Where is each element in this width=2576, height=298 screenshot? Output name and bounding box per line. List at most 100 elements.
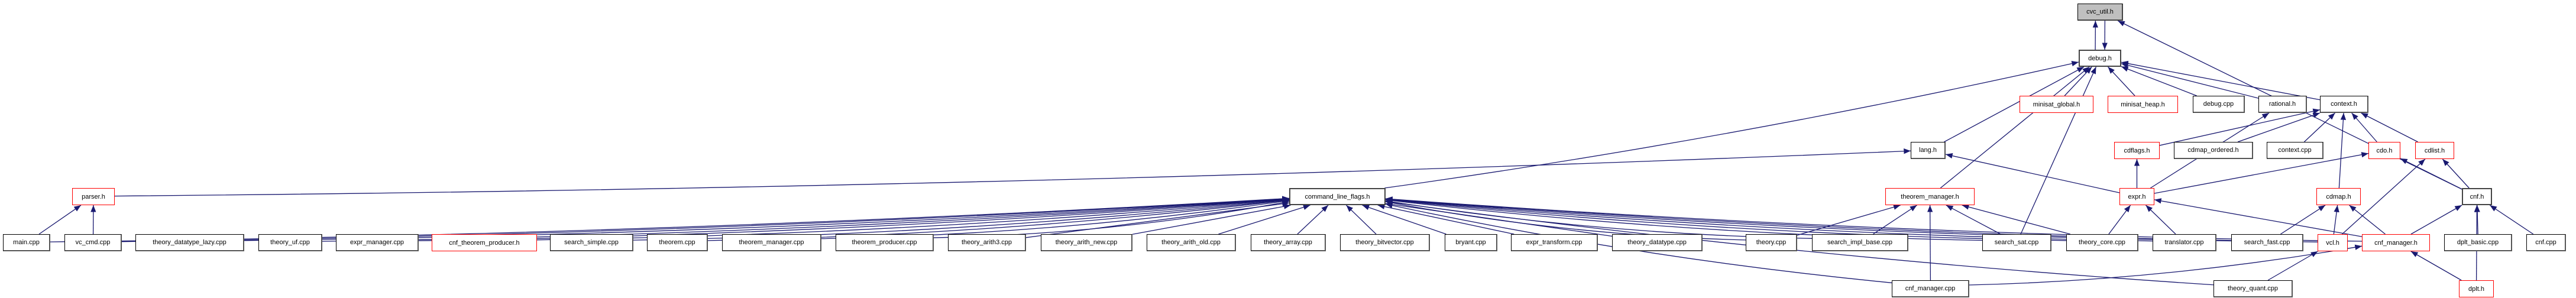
edge-expr_manager_cpp-to-command_line_flags_h	[418, 196, 1290, 241]
node-cdflags-h[interactable]: cdflags.h	[2114, 142, 2160, 159]
edge-search_sat_cpp-to-debug_h	[2020, 66, 2097, 235]
node-context-h[interactable]: context.h	[2320, 96, 2368, 113]
edge-search_fast_cpp-to-cdmap_h	[2280, 205, 2326, 235]
node-debug-cpp[interactable]: debug.cpp	[2193, 96, 2245, 113]
edge-minisat_heap_h-to-debug_h	[2108, 66, 2135, 96]
edge-theory_core_cpp-to-command_line_flags_h	[1385, 197, 2067, 241]
node-label: expr_manager.cpp	[349, 239, 404, 246]
node-command-line-flags-h[interactable]: command_line_flags.h	[1289, 188, 1386, 205]
node-expr-manager-cpp[interactable]: expr_manager.cpp	[336, 234, 419, 251]
node-theorem-manager-cpp[interactable]: theorem_manager.cpp	[722, 234, 821, 251]
edge-vcl_h-to-cdlist_h	[2342, 158, 2426, 235]
node-label: cnf.h	[2470, 193, 2484, 200]
node-theory-uf-cpp[interactable]: theory_uf.cpp	[258, 234, 322, 251]
edge-theory_core_cpp-to-expr_h	[2108, 205, 2131, 235]
node-theory-cpp[interactable]: theory.cpp	[1746, 234, 1797, 251]
edge-search_sat_cpp-to-theorem_manager_h	[1946, 205, 2001, 235]
node-cnf-theorem-producer-h[interactable]: cnf_theorem_producer.h	[432, 234, 537, 251]
node-label: cdmap.h	[2326, 193, 2351, 200]
node-label: theory_arith_new.cpp	[1055, 239, 1118, 246]
node-theorem-manager-h[interactable]: theorem_manager.h	[1885, 188, 1975, 205]
node-cdmap-h[interactable]: cdmap.h	[2316, 188, 2361, 205]
node-theory-quant-cpp[interactable]: theory_quant.cpp	[2213, 280, 2293, 297]
node-translator-cpp[interactable]: translator.cpp	[2153, 234, 2216, 251]
node-theorem-cpp[interactable]: theorem.cpp	[647, 234, 708, 251]
node-expr-h[interactable]: expr.h	[2119, 188, 2154, 205]
node-label: theory_uf.cpp	[270, 239, 310, 246]
node-label: dplt.h	[2468, 285, 2484, 293]
edge-theory_core_cpp-to-theorem_manager_h	[1962, 204, 2070, 235]
node-theory-arith-new-cpp[interactable]: theory_arith_new.cpp	[1041, 234, 1132, 251]
node-main-cpp[interactable]: main.cpp	[3, 234, 50, 251]
node-theory-datatype-cpp[interactable]: theory_datatype.cpp	[1612, 234, 1703, 251]
node-label: lang.h	[1919, 147, 1937, 154]
node-search-simple-cpp[interactable]: search_simple.cpp	[550, 234, 633, 251]
node-label: theorem_producer.cpp	[852, 239, 917, 246]
node-parser-h[interactable]: parser.h	[72, 188, 115, 205]
node-label: dplt_basic.cpp	[2457, 239, 2499, 246]
node-theory-arith3-cpp[interactable]: theory_arith3.cpp	[948, 234, 1026, 251]
node-vcl-h[interactable]: vcl.h	[2318, 234, 2348, 251]
node-cnf-cpp[interactable]: cnf.cpp	[2526, 234, 2566, 251]
node-label: bryant.cpp	[1455, 239, 1486, 246]
node-label: minisat_global.h	[2033, 101, 2080, 108]
node-label: command_line_flags.h	[1305, 193, 1370, 200]
node-theory-core-cpp[interactable]: theory_core.cpp	[2066, 234, 2138, 251]
edge-expr_transform_cpp-to-command_line_flags_h	[1377, 203, 1514, 235]
node-cdmap-ordered-h[interactable]: cdmap_ordered.h	[2174, 142, 2253, 159]
node-theory-arith-old-cpp[interactable]: theory_arith_old.cpp	[1147, 234, 1236, 251]
node-label: expr_transform.cpp	[1526, 239, 1583, 246]
node-theory-bitvector-cpp[interactable]: theory_bitvector.cpp	[1340, 234, 1430, 251]
node-label: translator.cpp	[2164, 239, 2204, 246]
edge-theorem_manager_h-to-debug_h	[1940, 66, 2090, 189]
edge-search_impl_base_cpp-to-command_line_flags_h	[1385, 199, 1813, 239]
node-label: cdmap_ordered.h	[2187, 147, 2239, 154]
node-dplt-basic-cpp[interactable]: dplt_basic.cpp	[2444, 234, 2512, 251]
node-label: cdflags.h	[2124, 147, 2150, 154]
edge-rational_h-to-debug_h	[2121, 62, 2259, 99]
node-label: rational.h	[2268, 101, 2296, 108]
node-label: debug.cpp	[2203, 101, 2234, 108]
edge-expr_h-to-cdo_h	[2154, 152, 2369, 194]
node-minisat-heap-h[interactable]: minisat_heap.h	[2108, 96, 2178, 113]
edge-cnf_manager_cpp-to-cnf_manager_h	[1969, 244, 2363, 286]
node-cnf-manager-h[interactable]: cnf_manager.h	[2362, 234, 2430, 251]
edge-cnf_manager_h-to-cdmap_h	[2349, 205, 2386, 235]
node-theorem-producer-cpp[interactable]: theorem_producer.cpp	[836, 234, 934, 251]
node-cdo-h[interactable]: cdo.h	[2368, 142, 2400, 159]
node-minisat-global-h[interactable]: minisat_global.h	[2020, 96, 2093, 113]
node-lang-h[interactable]: lang.h	[1911, 142, 1946, 159]
node-context-cpp[interactable]: context.cpp	[2267, 142, 2323, 159]
node-cnf-h[interactable]: cnf.h	[2462, 188, 2492, 205]
edge-expr_h-to-lang_h	[1945, 153, 2120, 193]
node-dplt-h[interactable]: dplt.h	[2459, 280, 2494, 297]
node-search-sat-cpp[interactable]: search_sat.cpp	[1982, 234, 2051, 251]
node-expr-transform-cpp[interactable]: expr_transform.cpp	[1511, 234, 1598, 251]
node-label: theory_datatype.cpp	[1627, 239, 1687, 246]
edge-search_impl_base_cpp-to-theorem_manager_h	[1873, 205, 1917, 235]
node-label: cnf_manager.cpp	[1905, 285, 1956, 292]
edge-cnf_manager_h-to-expr_h	[2154, 198, 2363, 237]
node-debug-h[interactable]: debug.h	[2079, 50, 2121, 67]
node-bryant-cpp[interactable]: bryant.cpp	[1445, 234, 1497, 251]
node-cdlist-h[interactable]: cdlist.h	[2415, 142, 2454, 159]
node-search-impl-base-cpp[interactable]: search_impl_base.cpp	[1812, 234, 1908, 251]
node-search-fast-cpp[interactable]: search_fast.cpp	[2231, 234, 2303, 251]
edge-theory_arith_old_cpp-to-command_line_flags_h	[1218, 205, 1310, 235]
node-label: vc_cmd.cpp	[75, 239, 111, 246]
edge-cdlist_h-to-context_h	[2361, 112, 2418, 142]
node-label: search_sat.cpp	[1994, 239, 2039, 246]
node-vc-cmd-cpp[interactable]: vc_cmd.cpp	[64, 234, 122, 251]
edge-bryant_cpp-to-command_line_flags_h	[1362, 205, 1446, 235]
edge-dplt_basic_cpp-to-cnf_h	[2474, 205, 2480, 235]
node-theory-array-cpp[interactable]: theory_array.cpp	[1251, 234, 1326, 251]
node-rational-h[interactable]: rational.h	[2258, 96, 2307, 113]
edge-debug_cpp-to-debug_h	[2121, 66, 2197, 96]
node-cnf-manager-cpp[interactable]: cnf_manager.cpp	[1892, 280, 1969, 297]
node-label: theory_core.cpp	[2079, 239, 2125, 246]
node-theory-datatype-lazy-cpp[interactable]: theory_datatype_lazy.cpp	[135, 234, 244, 251]
edge-command_line_flags_h-to-debug_h	[1384, 61, 2079, 189]
edge-lang_h-to-debug_h	[1944, 66, 2085, 142]
edge-parser_h-to-lang_h	[114, 148, 1911, 197]
node-cvc-util-h[interactable]: cvc_util.h	[2077, 4, 2123, 21]
